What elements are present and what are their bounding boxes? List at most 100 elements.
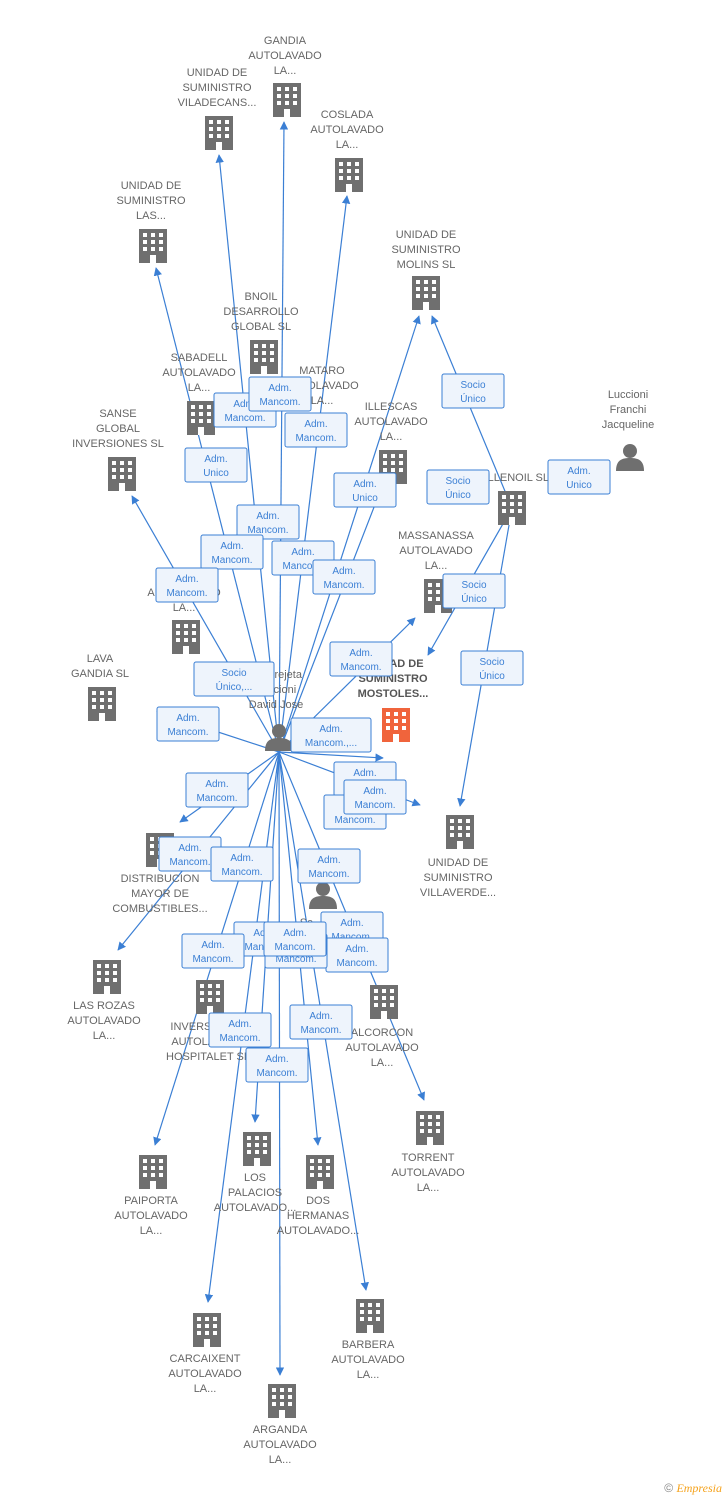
relation-badge[interactable]: Adm.Unico	[547, 459, 611, 495]
node-los_palacios[interactable]: LOSPALACIOSAUTOLAVADO...	[214, 1132, 297, 1214]
node-label-line: VILLAVERDE...	[420, 887, 496, 899]
node-label-line: David Jose	[249, 699, 303, 711]
node-label-line: SUMINISTRO	[391, 244, 461, 256]
node-label-line: MASSANASSA	[398, 530, 474, 542]
relation-badge[interactable]: Adm.Mancom.	[200, 534, 264, 570]
relation-badge[interactable]: Adm.Mancom.	[156, 706, 220, 742]
badge-box	[193, 661, 275, 697]
relation-badge[interactable]: Adm.Mancom.	[208, 1012, 272, 1048]
badge-text: Adm.	[220, 541, 243, 552]
node-las_rozas[interactable]: LAS ROZASAUTOLAVADOLA...	[67, 960, 141, 1042]
node-illescas[interactable]: ILLESCASAUTOLAVADOLA...	[354, 401, 428, 484]
relation-badge[interactable]: Adm.Mancom.	[297, 848, 361, 884]
badge-text: Mancom.	[196, 793, 237, 804]
badge-box	[329, 641, 393, 677]
badge-text: Socio	[445, 476, 470, 487]
badge-box	[312, 559, 376, 595]
node-label-line: PALACIOS	[228, 1187, 282, 1199]
node-gandia[interactable]: GANDIAAUTOLAVADOLA...	[248, 35, 322, 117]
badge-text: Mancom.	[221, 867, 262, 878]
node-barbera[interactable]: BARBERAAUTOLAVADOLA...	[331, 1299, 405, 1381]
node-torrent[interactable]: TORRENTAUTOLAVADOLA...	[391, 1111, 465, 1194]
node-sabadell[interactable]: SABADELLAUTOLAVADOLA...	[162, 352, 236, 435]
node-label-line: UNIDAD DE	[396, 229, 457, 241]
relation-badge[interactable]: Adm.Unico	[184, 447, 248, 483]
relation-badge[interactable]: Adm.Unico	[333, 472, 397, 508]
badge-text: Adm.	[256, 511, 279, 522]
node-label-line: HOSPITALET SL	[166, 1051, 250, 1063]
node-paiporta[interactable]: PAIPORTAAUTOLAVADOLA...	[114, 1155, 188, 1237]
node-alcorcon[interactable]: ALCORCONAUTOLAVADOLA...	[345, 985, 419, 1069]
badge-text: Mancom.	[334, 815, 375, 826]
node-carcaixent[interactable]: CARCAIXENTAUTOLAVADOLA...	[168, 1313, 242, 1395]
relation-badge[interactable]: Adm.Mancom.,...	[290, 717, 372, 753]
badge-text: Adm.	[230, 853, 253, 864]
relation-badge[interactable]: Adm.Mancom.	[325, 937, 389, 973]
relation-badge[interactable]: Adm.Mancom.	[343, 779, 407, 815]
node-ballenoil[interactable]: BALLENOIL SL	[473, 472, 549, 525]
badge-text: Adm.	[309, 1011, 332, 1022]
node-coslada[interactable]: COSLADAAUTOLAVADOLA...	[310, 109, 384, 192]
node-label-line: ARGANDA	[253, 1424, 308, 1436]
relation-badge[interactable]: Adm.Mancom.	[263, 921, 327, 957]
badge-text: Adm.	[319, 724, 342, 735]
badge-text: Mancom.	[247, 525, 288, 536]
node-label-line: SANSE	[99, 408, 136, 420]
badge-box	[297, 848, 361, 884]
badge-text: Adm.	[304, 419, 327, 430]
node-label-line: AUTOLAVADO	[310, 124, 384, 136]
node-label-line: Luccioni	[608, 389, 648, 401]
relation-badge[interactable]: Adm.Mancom.	[155, 567, 219, 603]
node-label-line: AUTOLAVADO	[162, 367, 236, 379]
badge-box	[289, 1004, 353, 1040]
node-massanassa[interactable]: MASSANASSAAUTOLAVADOLA...	[398, 530, 475, 613]
brand-logo[interactable]: Empresia	[676, 1481, 722, 1495]
node-label-line: AUTOLAVADO	[248, 50, 322, 62]
badge-box	[248, 376, 312, 412]
relation-badge[interactable]: Adm.Mancom.	[181, 933, 245, 969]
node-molins[interactable]: UNIDAD DE SUMINISTRO MOLINS SL	[391, 229, 461, 310]
badge-text: Mancom.	[336, 958, 377, 969]
relation-badge[interactable]: Adm.Mancom.	[158, 836, 222, 872]
relation-badge[interactable]: Adm.Mancom.	[245, 1047, 309, 1083]
node-viladecans[interactable]: UNIDAD DESUMINISTROVILADECANS...	[178, 67, 257, 150]
badge-text: Mancom.	[323, 580, 364, 591]
node-label-line: GLOBAL	[96, 423, 140, 435]
relation-badge[interactable]: Adm. Mancom.	[236, 504, 300, 540]
badge-box	[284, 412, 348, 448]
node-label-line: MOLINS SL	[397, 259, 456, 271]
building-icon	[335, 158, 363, 192]
relation-badge[interactable]: Adm.Mancom.	[185, 772, 249, 808]
node-label-line: LOS	[244, 1172, 266, 1184]
relation-badge[interactable]: Adm.Mancom.	[289, 1004, 353, 1040]
badge-box	[156, 706, 220, 742]
node-arganda[interactable]: ARGANDAAUTOLAVADOLA...	[243, 1384, 317, 1466]
badge-text: Unico	[352, 493, 378, 504]
node-label-line: COSLADA	[321, 109, 374, 121]
node-dos_hermanas[interactable]: DOSHERMANASAUTOLAVADO...	[277, 1155, 360, 1237]
node-las[interactable]: UNIDAD DESUMINISTROLAS...	[116, 180, 186, 263]
building-icon	[193, 1313, 221, 1347]
relation-badge[interactable]: Adm.Mancom.	[329, 641, 393, 677]
relation-badge[interactable]: SocioÚnico,...	[193, 661, 275, 697]
relation-badge[interactable]: Adm. Mancom.	[210, 846, 274, 882]
edge-ballenoil-to-molins	[431, 315, 513, 509]
building-icon	[268, 1384, 296, 1418]
node-label-line: LA...	[274, 65, 297, 77]
node-label-line: MATARO	[299, 365, 345, 377]
badge-text: Adm.	[178, 843, 201, 854]
relation-badge[interactable]: Adm.Mancom.	[284, 412, 348, 448]
relation-badge[interactable]: Adm.Mancom.	[312, 559, 376, 595]
node-villaverde[interactable]: UNIDAD DESUMINISTROVILLAVERDE...	[420, 815, 496, 899]
relation-badge[interactable]: Adm.Mancom.	[248, 376, 312, 412]
badge-text: Mancom.	[275, 954, 316, 965]
